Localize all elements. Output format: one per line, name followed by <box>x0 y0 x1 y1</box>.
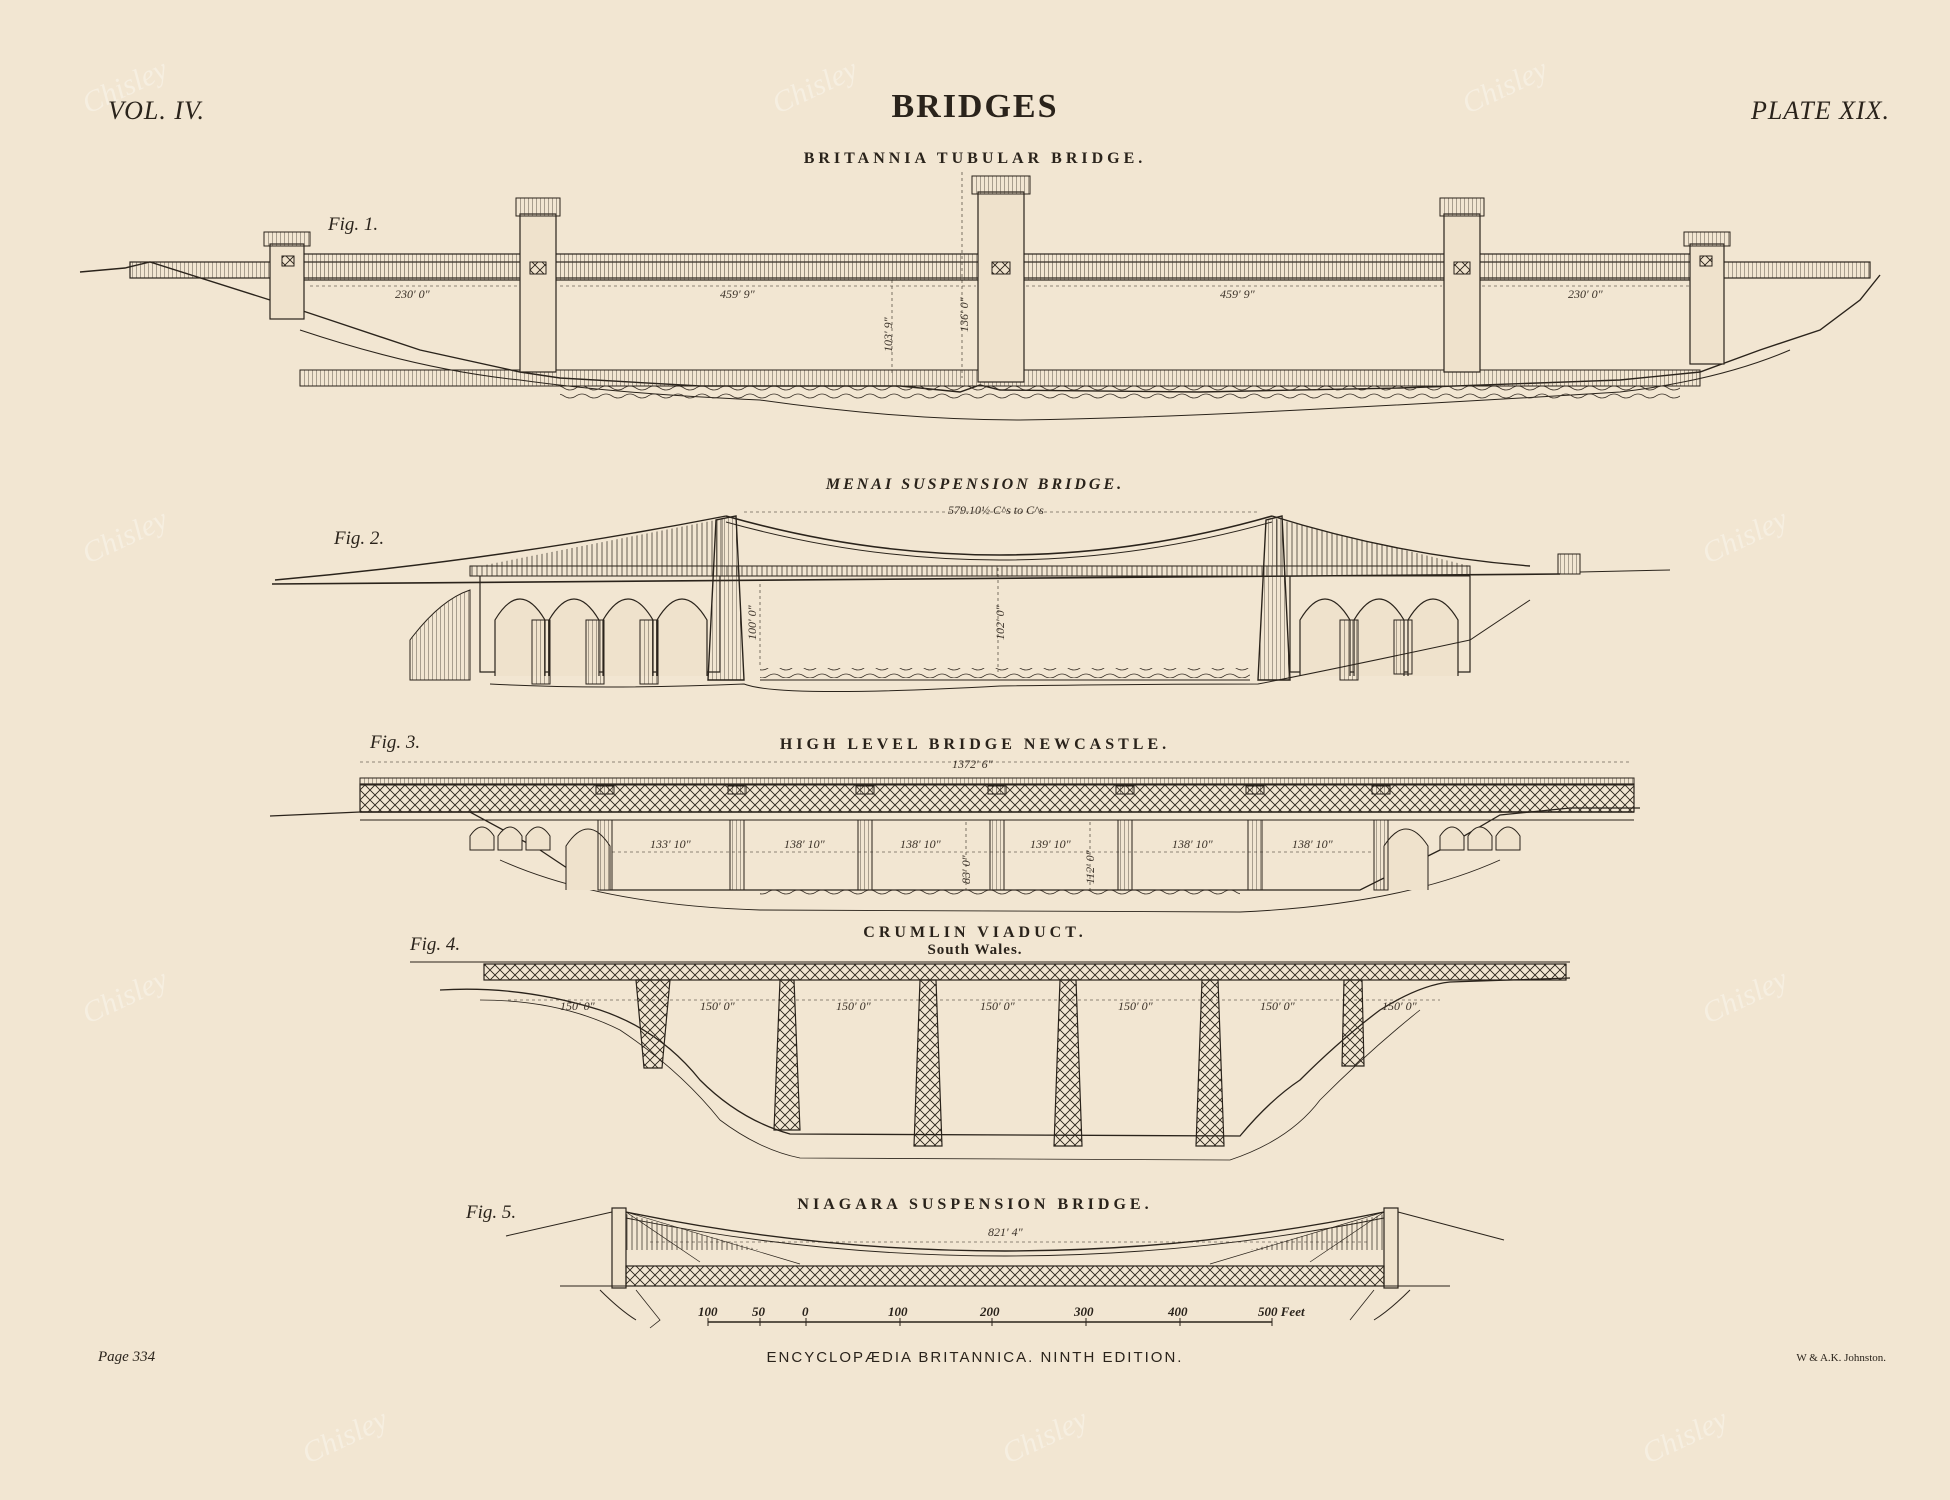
scale-label-2: 50 <box>752 1304 766 1319</box>
scale-label-6: 300 <box>1073 1304 1094 1319</box>
fig2-menai-drawing <box>271 511 1671 693</box>
scale-label-8: 500 Feet <box>1258 1304 1305 1319</box>
fig4-label: Fig. 4. <box>410 934 461 955</box>
volume-label: VOL. IV. <box>108 96 206 125</box>
fig3-dim-5: 83' 0" <box>959 854 973 884</box>
fig1-dim-3: 103' 9" <box>881 316 895 352</box>
fig5-dim-1: 821' 4" <box>988 1225 1024 1239</box>
fig2-dim-3: 102' 0" <box>993 604 1007 640</box>
fig3-dim-8: 138' 10" <box>1172 837 1214 851</box>
scale-bar: 100 50 0 100 200 300 400 500 Feet <box>698 1304 1305 1319</box>
plate-title: BRIDGES <box>891 88 1059 125</box>
fig2-label: Fig. 2. <box>334 528 385 549</box>
edition-label: ENCYCLOPÆDIA BRITANNICA. NINTH EDITION. <box>766 1349 1184 1366</box>
fig4-subtitle: South Wales. <box>927 942 1023 958</box>
fig4-dim-5: 150' 0" <box>1118 999 1154 1013</box>
fig3-highlevel-drawing <box>269 761 1640 913</box>
plate-number: PLATE XIX. <box>1750 96 1890 125</box>
fig1-britannia-drawing <box>79 172 1881 421</box>
scale-label-5: 200 <box>979 1304 1000 1319</box>
fig4-title: CRUMLIN VIADUCT. <box>863 924 1087 941</box>
fig5-label: Fig. 5. <box>466 1202 517 1223</box>
fig4-dim-7: 150' 0" <box>1382 999 1418 1013</box>
scale-label-1: 100 <box>698 1304 718 1319</box>
fig4-dim-1: 150' 0" <box>560 999 596 1013</box>
scale-label-7: 400 <box>1167 1304 1188 1319</box>
fig3-title: HIGH LEVEL BRIDGE NEWCASTLE. <box>779 736 1171 753</box>
fig1-title: BRITANNIA TUBULAR BRIDGE. <box>803 150 1147 167</box>
fig4-crumlin-drawing <box>410 961 1571 1161</box>
fig3-dim-4: 138' 10" <box>900 837 942 851</box>
fig3-dim-9: 138' 10" <box>1292 837 1334 851</box>
fig1-dim-2: 459' 9" <box>720 287 756 301</box>
page-number: Page 334 <box>98 1349 156 1365</box>
fig3-dim-7: 112' 0" <box>1083 849 1097 884</box>
fig3-label: Fig. 3. <box>370 732 421 753</box>
fig1-label: Fig. 1. <box>328 214 379 235</box>
scale-label-3: 0 <box>802 1304 809 1319</box>
fig4-dim-2: 150' 0" <box>700 999 736 1013</box>
fig2-title: MENAI SUSPENSION BRIDGE. <box>825 476 1125 493</box>
fig2-dim-1: 579.10½ C^s to C^s <box>948 503 1044 517</box>
fig1-dim-4: 136' 0" <box>957 296 971 332</box>
engraver-credit: W & A.K. Johnston. <box>1796 1352 1886 1364</box>
fig3-dim-2: 133' 10" <box>650 837 692 851</box>
fig4-dim-3: 150' 0" <box>836 999 872 1013</box>
fig3-dim-1: 1372' 6" <box>952 757 994 771</box>
fig3-dim-3: 138' 10" <box>784 837 826 851</box>
fig5-title: NIAGARA SUSPENSION BRIDGE. <box>797 1196 1153 1213</box>
fig1-dim-1: 230' 0" <box>395 287 431 301</box>
fig1-dim-6: 230' 0" <box>1568 287 1604 301</box>
fig1-dim-5: 459' 9" <box>1220 287 1256 301</box>
scale-label-4: 100 <box>888 1304 908 1319</box>
fig4-dim-4: 150' 0" <box>980 999 1016 1013</box>
fig2-dim-2: 100' 0" <box>745 604 759 640</box>
fig5-niagara-drawing <box>505 1207 1505 1329</box>
fig4-dim-6: 150' 0" <box>1260 999 1296 1013</box>
fig3-dim-6: 139' 10" <box>1030 837 1072 851</box>
